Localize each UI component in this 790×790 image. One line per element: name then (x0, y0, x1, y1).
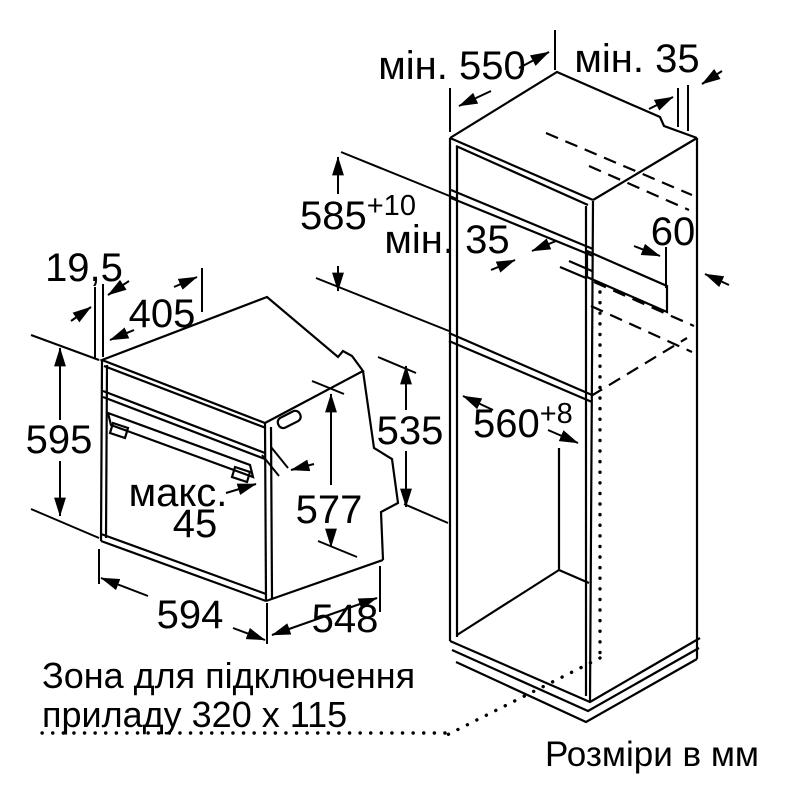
cabinet-drawing (31, 70, 701, 737)
notes: Зона для підключення приладу 320 x 115 Р… (42, 655, 759, 774)
dim-rear-height: 535 (377, 409, 444, 453)
dim-niche-width: 560+8 (473, 398, 573, 446)
dim-niche-height: 585+10 (300, 190, 416, 238)
cabinet-dimensions: мін. 550 мін. 35 585+10 мін. 35 60 560+8 (300, 30, 730, 446)
dim-vent-width: 60 (651, 210, 696, 254)
oven-dimensions: 19,5 405 595 макс. 45 577 535 (26, 246, 449, 644)
oven-drawing (98, 295, 400, 603)
units-note: Розміри в мм (545, 735, 759, 774)
dim-body-height: 577 (296, 488, 363, 532)
dim-handle-max-value: 45 (173, 502, 218, 546)
dim-top-depth: 405 (129, 292, 196, 336)
dim-handle-max-label: макс. (129, 471, 228, 515)
dim-wall-gap: мін. 35 (574, 37, 699, 81)
dim-rear-gap: мін. 35 (384, 218, 509, 262)
connection-zone-note-line1: Зона для підключення (42, 655, 415, 696)
dim-cabinet-depth: мін. 550 (378, 44, 525, 88)
dim-front-offset: 19,5 (45, 246, 123, 290)
connection-zone-note-line2: приладу 320 x 115 (42, 694, 347, 735)
dim-front-height: 595 (26, 418, 93, 462)
dim-body-depth: 548 (312, 597, 379, 641)
dim-front-width: 594 (157, 593, 224, 637)
